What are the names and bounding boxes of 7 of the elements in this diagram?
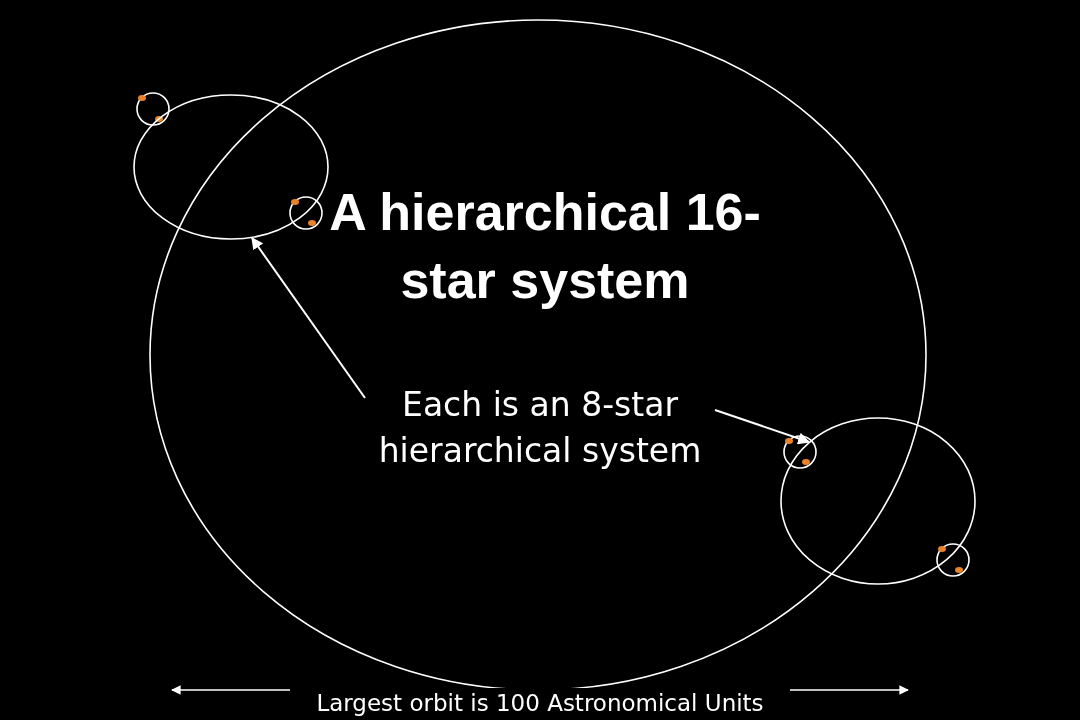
arrow [714, 409, 811, 445]
arrow [251, 237, 366, 399]
orbit-ellipse [133, 94, 329, 240]
title: A hierarchical 16-star system [328, 182, 762, 311]
orbit-ellipse [780, 417, 976, 585]
callout-text: Each is an 8-star hierarchical system [365, 382, 715, 474]
dimension-label: Largest orbit is 100 Astronomical Units [290, 688, 790, 718]
